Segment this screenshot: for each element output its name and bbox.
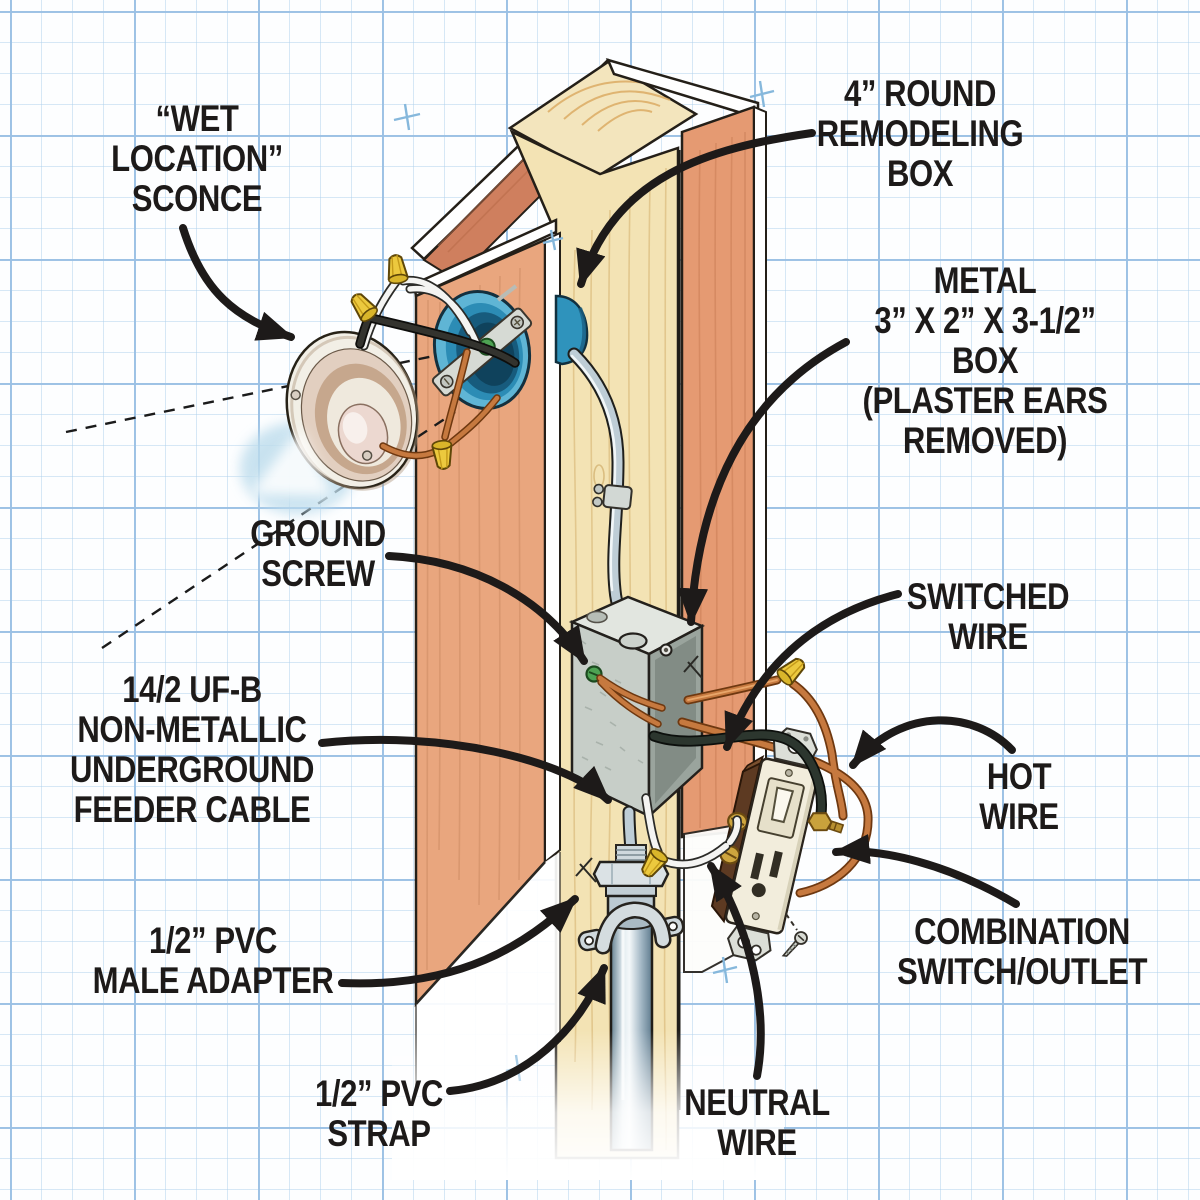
label-feeder-cable: 14/2 UF-B NON-METALLIC UNDERGROUND FEEDE… <box>70 670 314 830</box>
label-line: 4” ROUND <box>843 73 997 114</box>
hex-terminal-screw <box>807 812 845 834</box>
label-line: WIRE <box>717 1122 797 1163</box>
label-line: “WET <box>155 98 239 139</box>
label-sconce: “WET LOCATION” SCONCE <box>111 99 283 219</box>
label-metal-box: METAL 3” X 2” X 3-1/2” BOX (PLASTER EARS… <box>863 261 1108 461</box>
branch-wiring <box>677 675 873 898</box>
label-line: STRAP <box>327 1113 431 1154</box>
label-line: 1/2” PVC <box>315 1073 443 1114</box>
label-switched-wire: SWITCHED WIRE <box>906 576 1070 657</box>
label-hot-wire: HOT WIRE <box>979 756 1059 837</box>
label-remodeling-box: 4” ROUND REMODELING BOX <box>816 73 1024 194</box>
pvc-strap <box>577 901 685 955</box>
outlet-ground-hole <box>751 883 766 898</box>
label-line: SCREW <box>261 553 375 594</box>
arrow-remodeling-box <box>576 129 816 288</box>
label-line: METAL <box>933 260 1037 301</box>
label-neutral-wire: NEUTRAL WIRE <box>684 1083 830 1163</box>
combo-switch-outlet <box>636 653 845 962</box>
arrow-metal-box <box>677 338 850 626</box>
knockout <box>586 610 608 624</box>
left-board-side-edge <box>544 231 561 865</box>
arrow-sconce <box>179 224 295 341</box>
label-line: MALE ADAPTER <box>92 960 334 1001</box>
outlet-slot <box>769 850 783 878</box>
label-line: NEUTRAL <box>684 1082 830 1123</box>
wire-nut <box>384 252 410 286</box>
label-line: SCONCE <box>131 178 263 219</box>
sconce-screw <box>361 450 373 461</box>
arrow-ground-screw <box>385 552 588 665</box>
sconce-screw <box>290 389 301 401</box>
label-line: WIRE <box>948 616 1028 657</box>
arrow-switched-wire <box>723 590 902 751</box>
label-line: HOT <box>986 756 1052 797</box>
loose-screw <box>781 931 808 957</box>
callout-arrows <box>179 129 1020 1095</box>
label-line: SWITCHED <box>906 576 1070 617</box>
arrow-hot-wire <box>849 716 1016 769</box>
sconce-circuit <box>65 252 589 649</box>
label-line: GROUND <box>250 513 386 554</box>
label-line: LOCATION” <box>111 138 283 179</box>
label-line: 3” X 2” X 3-1/2” <box>874 300 1096 341</box>
arrow-feeder-cable <box>318 735 612 804</box>
label-line: UNDERGROUND <box>69 749 315 790</box>
label-combo-switch: COMBINATION SWITCH/OUTLET <box>897 912 1147 992</box>
label-line: REMODELING <box>816 113 1024 154</box>
label-line: COMBINATION <box>914 911 1130 952</box>
label-line: (PLASTER EARS <box>862 380 1108 421</box>
arrow-neutral-wire <box>707 862 765 1080</box>
box-ground-pigtails <box>596 674 666 728</box>
label-line: WIRE <box>979 796 1059 837</box>
label-line: BOX <box>886 153 954 194</box>
outlet-slot <box>750 852 764 880</box>
arrow-combo-switch <box>832 833 1020 908</box>
arrow-male-adapter <box>338 895 579 988</box>
label-line: BOX <box>951 340 1019 381</box>
toggle-switch <box>770 786 795 824</box>
label-male-adapter: 1/2” PVC MALE ADAPTER <box>93 921 334 1001</box>
bottom-fade <box>392 1030 784 1180</box>
remodel-box-body <box>554 294 589 366</box>
right-board-side-edge <box>753 105 767 832</box>
cable-locknut <box>618 632 648 650</box>
label-line: 1/2” PVC <box>149 920 277 961</box>
cable-clamp <box>592 483 633 511</box>
metal-box <box>568 595 705 819</box>
label-line: NON-METALLIC <box>77 709 307 750</box>
label-line: 14/2 UF-B <box>122 669 262 710</box>
label-ground-screw: GROUND SCREW <box>250 514 386 594</box>
arrow-pvc-strap <box>446 964 608 1095</box>
label-line: REMOVED) <box>902 420 1068 461</box>
label-pvc-strap: 1/2” PVC STRAP <box>315 1074 443 1154</box>
label-line: FEEDER CABLE <box>73 789 311 830</box>
label-line: SWITCH/OUTLET <box>896 951 1148 992</box>
